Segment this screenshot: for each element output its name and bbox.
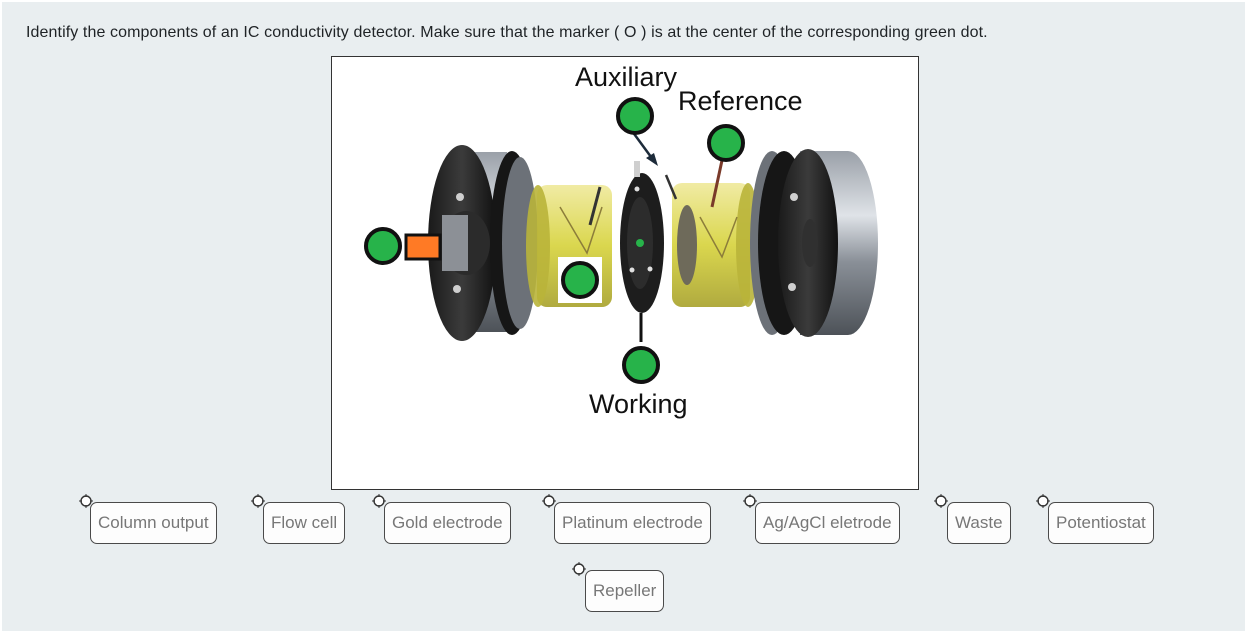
drop-zone-dot[interactable] — [561, 261, 599, 299]
label-auxiliary: Auxiliary — [575, 62, 678, 92]
auxiliary-arrow-head — [646, 153, 658, 166]
detector-illustration — [364, 97, 878, 384]
crosshair-marker-icon[interactable] — [572, 562, 586, 576]
crosshair-marker-icon[interactable] — [1036, 494, 1050, 508]
option-column-output[interactable]: Column output — [90, 502, 217, 544]
crosshair-marker-icon[interactable] — [934, 494, 948, 508]
option-potentiostat[interactable]: Potentiostat — [1048, 502, 1154, 544]
option-flow-cell[interactable]: Flow cell — [263, 502, 346, 544]
drop-zone-dot[interactable] — [364, 227, 402, 265]
left-end-cap — [428, 145, 538, 341]
crosshair-marker-icon[interactable] — [743, 494, 757, 508]
crosshair-marker-icon[interactable] — [79, 494, 93, 508]
right-end-cap — [750, 149, 878, 337]
crosshair-marker-icon[interactable] — [372, 494, 386, 508]
option-waste[interactable]: Waste — [947, 502, 1011, 544]
option-gold-electrode[interactable]: Gold electrode — [384, 502, 511, 544]
working-electrode-disc — [620, 161, 664, 342]
column-inlet-tube — [404, 233, 442, 261]
option-repeller[interactable]: Repeller — [585, 570, 665, 612]
detector-diagram: Auxiliary Reference Working — [331, 56, 919, 490]
question-instruction: Identify the components of an IC conduct… — [26, 24, 988, 41]
crosshair-marker-icon[interactable] — [542, 494, 556, 508]
right-flow-cell-block — [664, 150, 760, 307]
crosshair-marker-icon[interactable] — [251, 494, 265, 508]
drop-zone-dot[interactable] — [616, 97, 654, 135]
drop-zone-dot[interactable] — [707, 124, 745, 162]
label-working: Working — [589, 389, 688, 419]
option-agagcl-electrode[interactable]: Ag/AgCl eletrode — [755, 502, 900, 544]
option-platinum-electrode[interactable]: Platinum electrode — [554, 502, 711, 544]
label-reference: Reference — [678, 86, 803, 116]
drop-zone-dot[interactable] — [622, 346, 660, 384]
